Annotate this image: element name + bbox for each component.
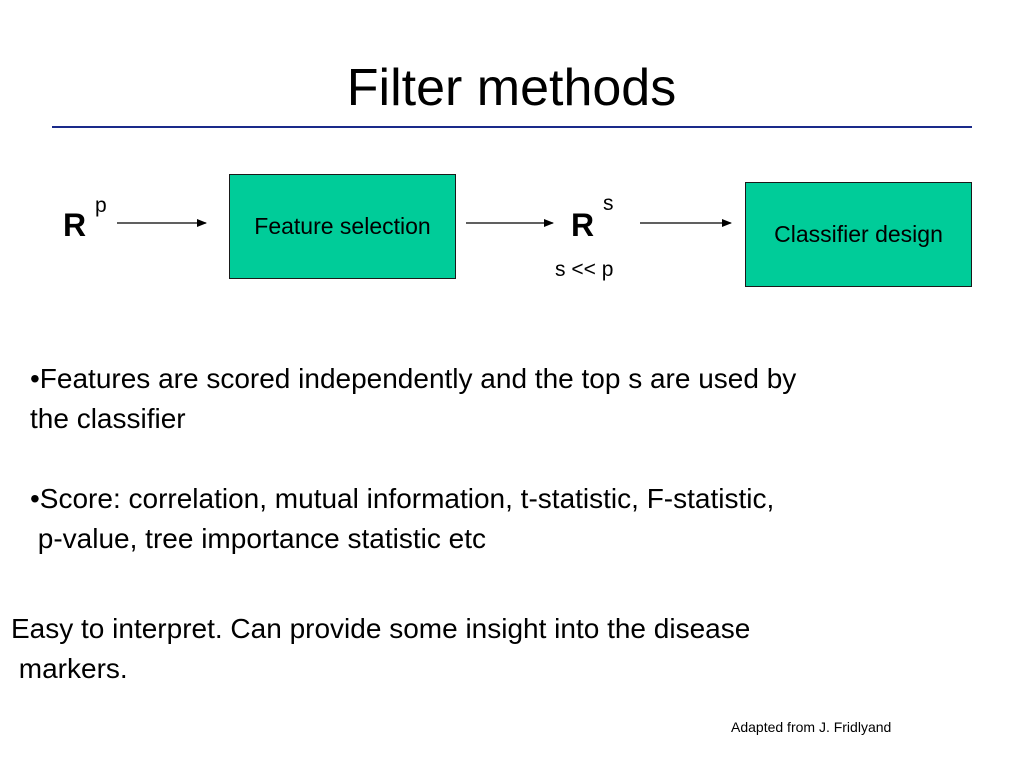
- bullet-independent-scoring: •Features are scored independently and t…: [30, 359, 796, 439]
- classifier-design-label: Classifier design: [774, 221, 943, 247]
- source-credit: Adapted from J. Fridlyand: [731, 719, 892, 735]
- bullet-score-types: •Score: correlation, mutual information,…: [30, 479, 774, 559]
- output-dimension-superscript: s: [603, 192, 614, 215]
- summary-line: Easy to interpret. Can provide some insi…: [11, 613, 751, 644]
- dimension-condition: s << p: [555, 258, 614, 281]
- title-divider: [52, 126, 972, 128]
- output-space-symbol: R: [571, 207, 595, 243]
- summary-text: Easy to interpret. Can provide some insi…: [11, 609, 750, 689]
- summary-line: markers.: [11, 653, 128, 684]
- slide-title: Filter methods: [346, 59, 677, 117]
- bullet-line: p-value, tree importance statistic etc: [30, 523, 486, 554]
- input-dimension-superscript: p: [95, 194, 107, 217]
- bullet-line: •Features are scored independently and t…: [30, 363, 797, 394]
- feature-selection-box: Feature selection: [229, 174, 456, 279]
- classifier-design-box: Classifier design: [745, 182, 972, 287]
- bullet-line: the classifier: [30, 403, 186, 434]
- bullet-line: •Score: correlation, mutual information,…: [30, 483, 775, 514]
- input-space-symbol: R: [63, 207, 87, 243]
- feature-selection-label: Feature selection: [254, 213, 431, 239]
